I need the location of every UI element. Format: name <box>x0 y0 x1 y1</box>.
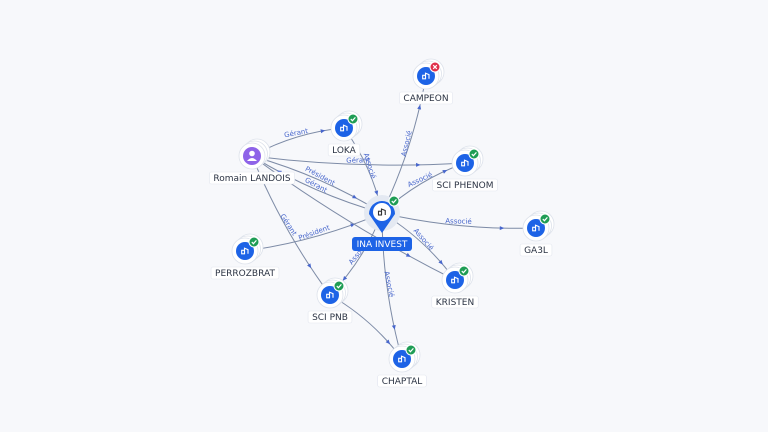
node-label-bg <box>431 295 479 309</box>
edge-romain-sciphenom: Gérant <box>251 155 466 167</box>
node-label: KRISTEN <box>436 298 474 308</box>
building-icon <box>532 224 540 232</box>
node-label: CHAPTAL <box>382 377 423 387</box>
status-active-icon <box>388 195 400 207</box>
status-active-icon <box>248 236 260 248</box>
edge-line <box>329 294 403 360</box>
node-label: SCI PNB <box>312 313 348 323</box>
status-active-icon <box>347 113 359 125</box>
node-label: LOKA <box>332 146 357 156</box>
edge-arrow <box>352 194 357 199</box>
node-label-bg <box>327 143 361 157</box>
node-perrozbrat[interactable]: PERROZBRAT <box>210 233 280 280</box>
node-label-bg <box>209 171 295 185</box>
edge-arrow <box>391 324 396 330</box>
edge-label: Associé <box>445 217 472 226</box>
edge-arrow <box>438 259 443 265</box>
node-scipnb[interactable]: SCI PNB <box>307 277 353 324</box>
edge-arrow <box>385 339 391 345</box>
edge-arrow <box>405 252 411 257</box>
status-active-icon <box>468 148 480 160</box>
edge-line <box>251 155 466 166</box>
status-active-icon <box>333 280 345 292</box>
node-campeon[interactable]: CAMPEON <box>399 58 453 105</box>
edge-ina-chaptal: Associé <box>381 212 403 360</box>
center-label-bg <box>352 237 412 251</box>
node-chaptal[interactable]: CHAPTAL <box>377 341 427 388</box>
building-icon <box>461 159 469 167</box>
status-active-icon <box>405 344 417 356</box>
edge-label: Associé <box>382 270 395 298</box>
node-romain[interactable]: Romain LANDOIS <box>209 138 295 185</box>
edge-arrow <box>415 162 421 167</box>
node-sciphenom[interactable]: SCI PHENOM <box>432 145 498 192</box>
edge-label: Associé <box>362 152 377 180</box>
person-icon <box>247 150 257 161</box>
node-label: Romain LANDOIS <box>213 174 290 184</box>
building-icon <box>377 208 386 216</box>
edge-ina-ga3l: Associé <box>381 212 537 231</box>
edge-label: Associé <box>406 171 433 189</box>
node-label-bg <box>399 91 453 105</box>
node-loka[interactable]: LOKA <box>327 110 363 157</box>
status-active-icon <box>458 265 470 277</box>
node-label: PERROZBRAT <box>215 269 275 279</box>
edge-scipnb-chaptal <box>329 294 403 360</box>
edge-arrow <box>342 275 348 281</box>
building-icon <box>241 247 249 255</box>
edge-arrow <box>417 104 422 110</box>
edge-arrow <box>374 190 379 196</box>
edge-label: Associé <box>412 227 435 252</box>
node-label-bg <box>210 266 280 280</box>
building-icon <box>326 291 334 299</box>
node-label: INA INVEST <box>357 240 408 250</box>
node-ga3l[interactable]: GA3L <box>519 210 555 257</box>
edge-label: Gérant <box>346 156 370 164</box>
edge-label: Associé <box>400 130 414 158</box>
node-kristen[interactable]: KRISTEN <box>431 262 479 309</box>
node-label: SCI PHENOM <box>437 181 494 191</box>
building-icon <box>398 355 406 363</box>
edge-arrow <box>442 170 448 174</box>
nodes-layer: INA INVEST Romain LANDOIS LOKA CAMPEON SCI P… <box>209 58 555 388</box>
edge-arrow <box>499 226 505 231</box>
node-label-bg <box>307 310 353 324</box>
edge-arrow <box>320 129 326 134</box>
node-label: GA3L <box>524 246 548 256</box>
node-label-bg <box>519 243 553 257</box>
node-label-bg <box>432 178 498 192</box>
node-label: CAMPEON <box>403 94 448 104</box>
building-icon <box>340 124 348 132</box>
node-label-bg <box>377 374 427 388</box>
building-icon <box>451 276 459 284</box>
status-active-icon <box>539 213 551 225</box>
edge-label: Président <box>297 224 331 243</box>
building-icon <box>422 72 430 80</box>
node-ina[interactable]: INA INVEST <box>352 195 412 251</box>
edge-arrow <box>307 263 312 269</box>
edge-label: Gérant <box>278 213 298 238</box>
